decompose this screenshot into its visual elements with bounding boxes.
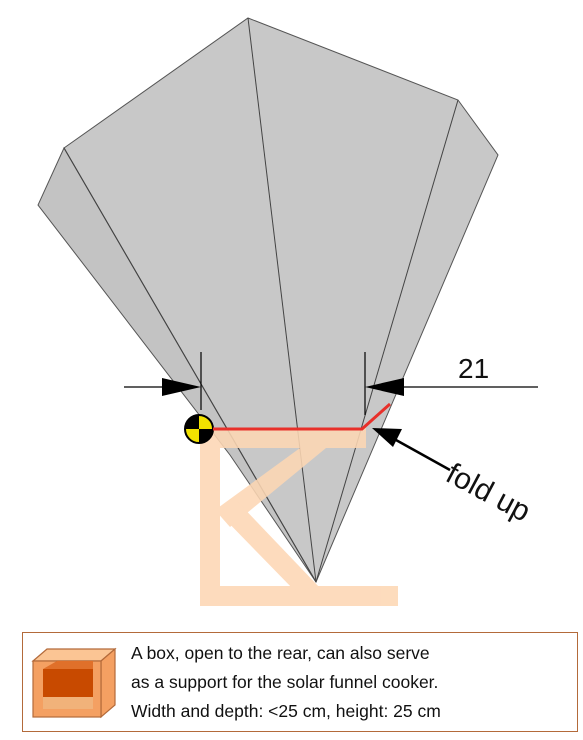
caption-box: A box, open to the rear, can also serve … <box>22 632 578 732</box>
fold-crease-3 <box>315 99 459 583</box>
fold-up-label: fold up <box>441 457 536 528</box>
fold-pointer-arrowhead <box>372 428 402 447</box>
fold-line <box>213 402 391 431</box>
funnel-cooker-diagram: 21 fold up <box>37 17 538 606</box>
caption-line-1: A box, open to the rear, can also serve <box>131 643 430 663</box>
caption-line-3: Width and depth: <25 cm, height: 25 cm <box>131 701 441 721</box>
caption-line-2: as a support for the solar funnel cooker… <box>131 672 439 692</box>
fold-crease-2 <box>247 17 317 583</box>
dimension-arrow-right <box>365 378 404 396</box>
funnel-body <box>63 17 499 584</box>
pivot-marker <box>184 414 214 444</box>
stand-bottom-bar <box>200 586 398 606</box>
stand-left-post <box>200 428 220 606</box>
fold-pointer-line <box>395 438 451 472</box>
dimension-label: 21 <box>458 353 489 384</box>
dimension-marker <box>124 352 538 415</box>
dimension-arrow-left <box>162 378 201 396</box>
support-stand <box>200 428 398 606</box>
stand-lower-brace <box>218 500 320 590</box>
open-box-icon <box>31 647 117 719</box>
fold-crease-1 <box>63 147 317 583</box>
stand-top-bar <box>200 428 366 448</box>
funnel-reflector <box>37 17 499 584</box>
caption-text: A box, open to the rear, can also serve … <box>131 639 571 726</box>
